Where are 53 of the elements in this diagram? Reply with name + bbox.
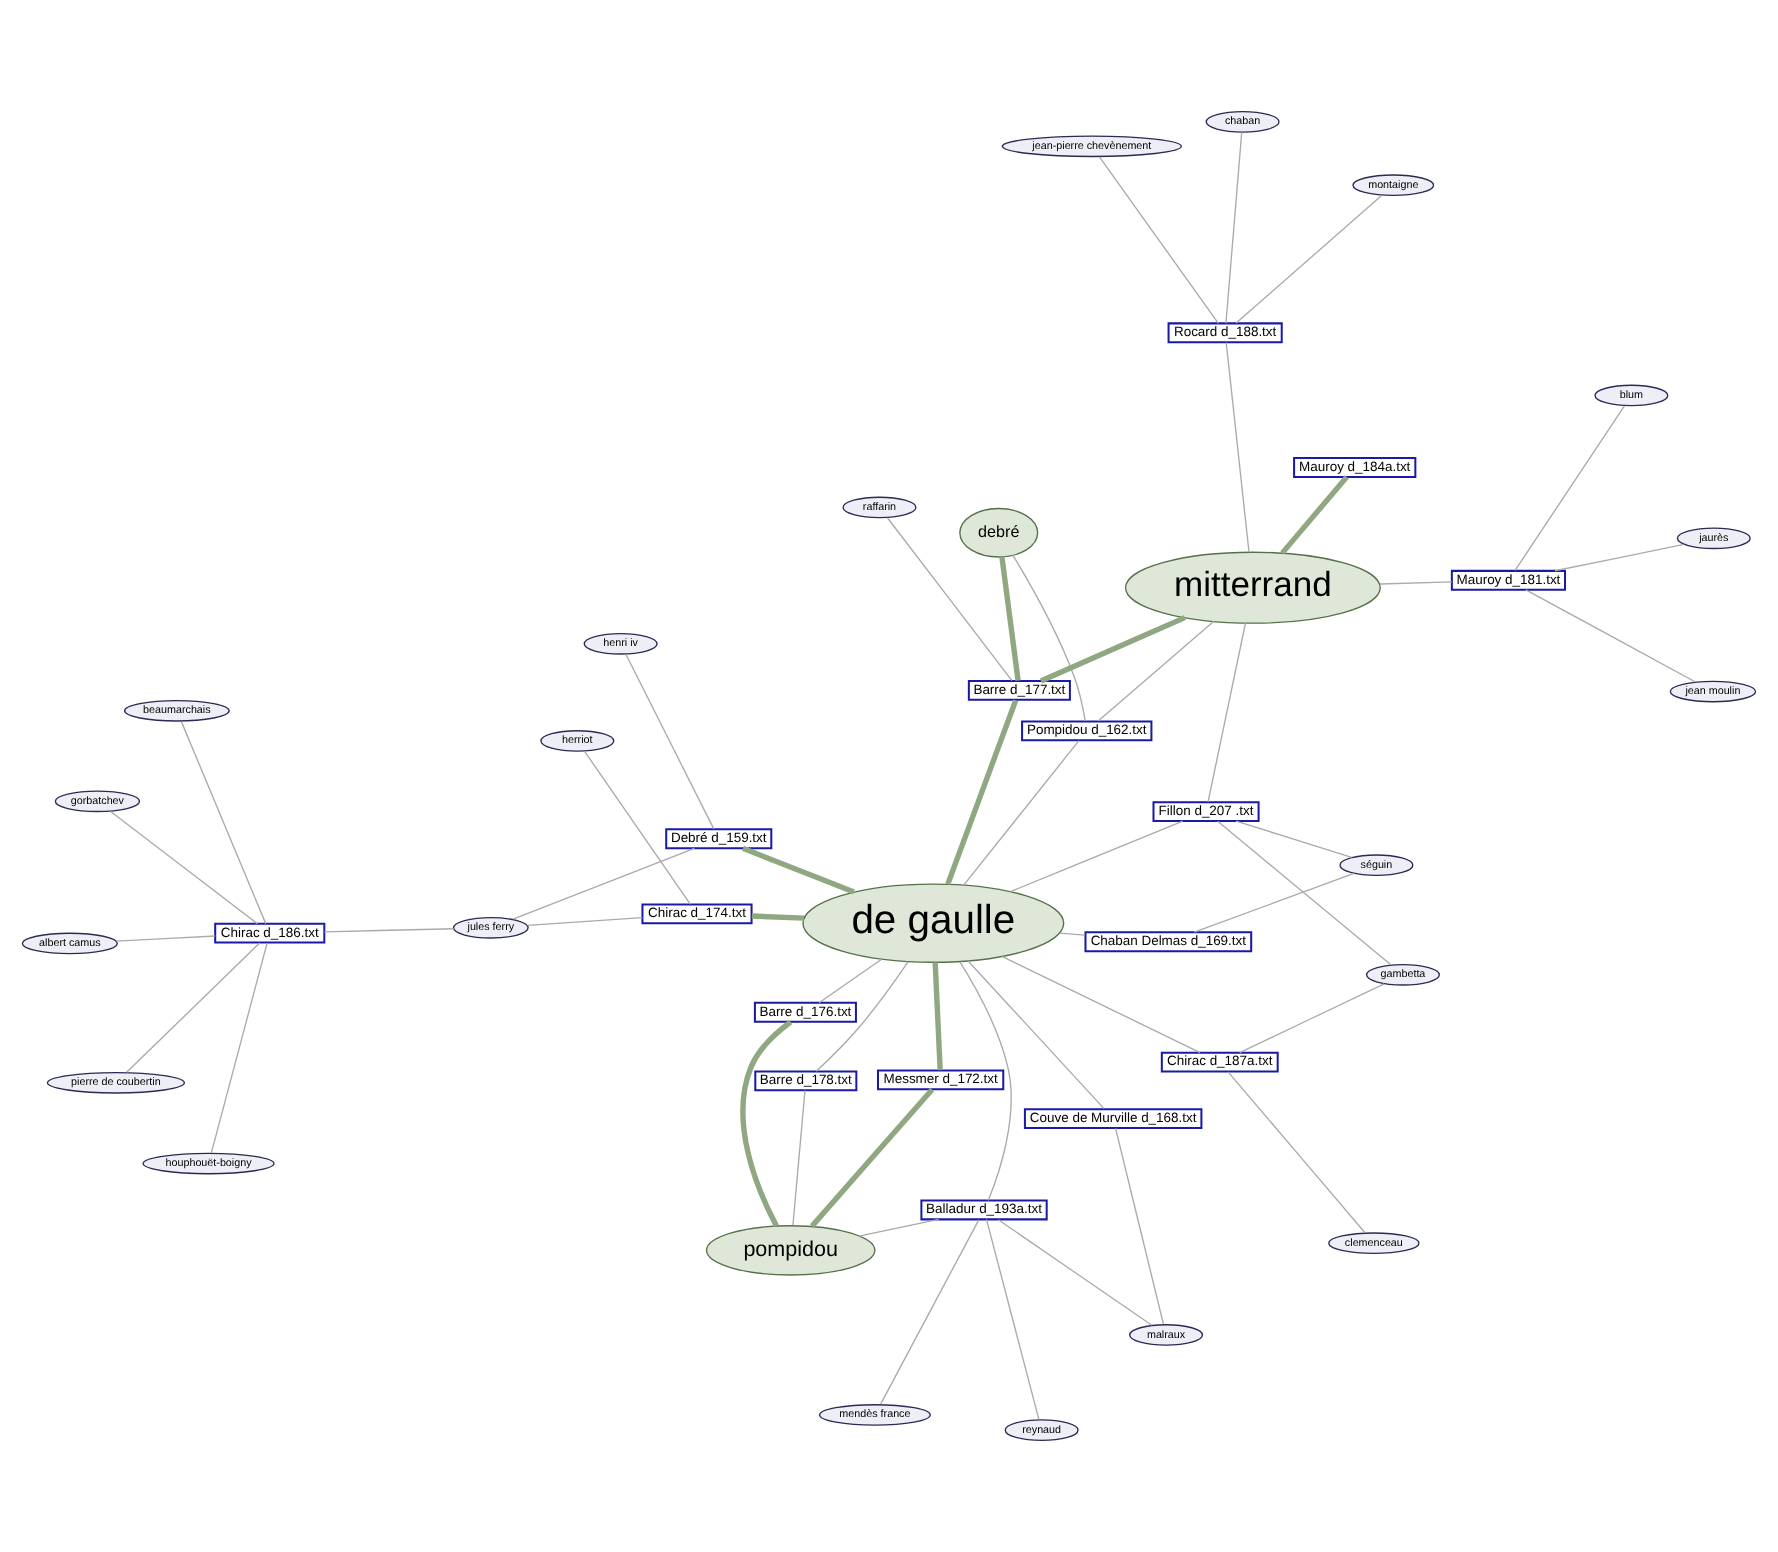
connector	[583, 750, 691, 905]
connector	[1514, 405, 1626, 572]
connector	[886, 517, 1013, 682]
connector	[999, 556, 1021, 681]
connector	[1217, 820, 1392, 966]
connector	[818, 958, 883, 1004]
connector	[740, 1019, 793, 1228]
connector	[1009, 820, 1184, 893]
connector	[1225, 131, 1243, 324]
connector	[1012, 554, 1086, 722]
connector	[180, 720, 267, 925]
connector	[792, 1089, 806, 1226]
connector	[1227, 1071, 1366, 1234]
node-ellipse: mitterrand	[1124, 551, 1381, 624]
connector	[125, 942, 261, 1073]
connector	[945, 699, 1019, 886]
connector	[815, 961, 909, 1072]
connector	[751, 913, 805, 921]
node-ellipse: de gaulle	[802, 883, 1065, 963]
connector	[880, 1219, 980, 1405]
connector	[1225, 341, 1250, 553]
connector	[1280, 475, 1349, 555]
connector	[1097, 620, 1215, 722]
connector	[1001, 955, 1201, 1054]
connector	[1235, 820, 1353, 859]
connector	[959, 961, 1012, 1202]
connector	[1554, 543, 1685, 572]
connector	[858, 1218, 940, 1237]
connector	[1525, 589, 1696, 683]
connector	[1239, 983, 1385, 1054]
connector	[985, 1218, 1040, 1421]
connector	[1379, 581, 1453, 585]
connector	[323, 928, 455, 933]
connector	[963, 739, 1080, 886]
connector	[1039, 615, 1186, 684]
connector	[526, 916, 643, 927]
connector	[1193, 872, 1355, 933]
connector	[512, 847, 696, 920]
connector	[741, 845, 855, 895]
connector	[210, 942, 268, 1154]
connector	[1098, 156, 1219, 324]
connector	[625, 653, 715, 830]
connector	[1114, 1127, 1165, 1325]
node-ellipse: pompidou	[705, 1225, 876, 1276]
connector	[109, 810, 259, 925]
connector	[932, 962, 943, 1071]
connector	[1059, 932, 1086, 936]
connector	[997, 1219, 1153, 1326]
connector	[115, 935, 216, 942]
connector	[1207, 622, 1247, 803]
connector	[810, 1087, 935, 1228]
connector	[1235, 194, 1383, 324]
connector	[967, 960, 1105, 1110]
